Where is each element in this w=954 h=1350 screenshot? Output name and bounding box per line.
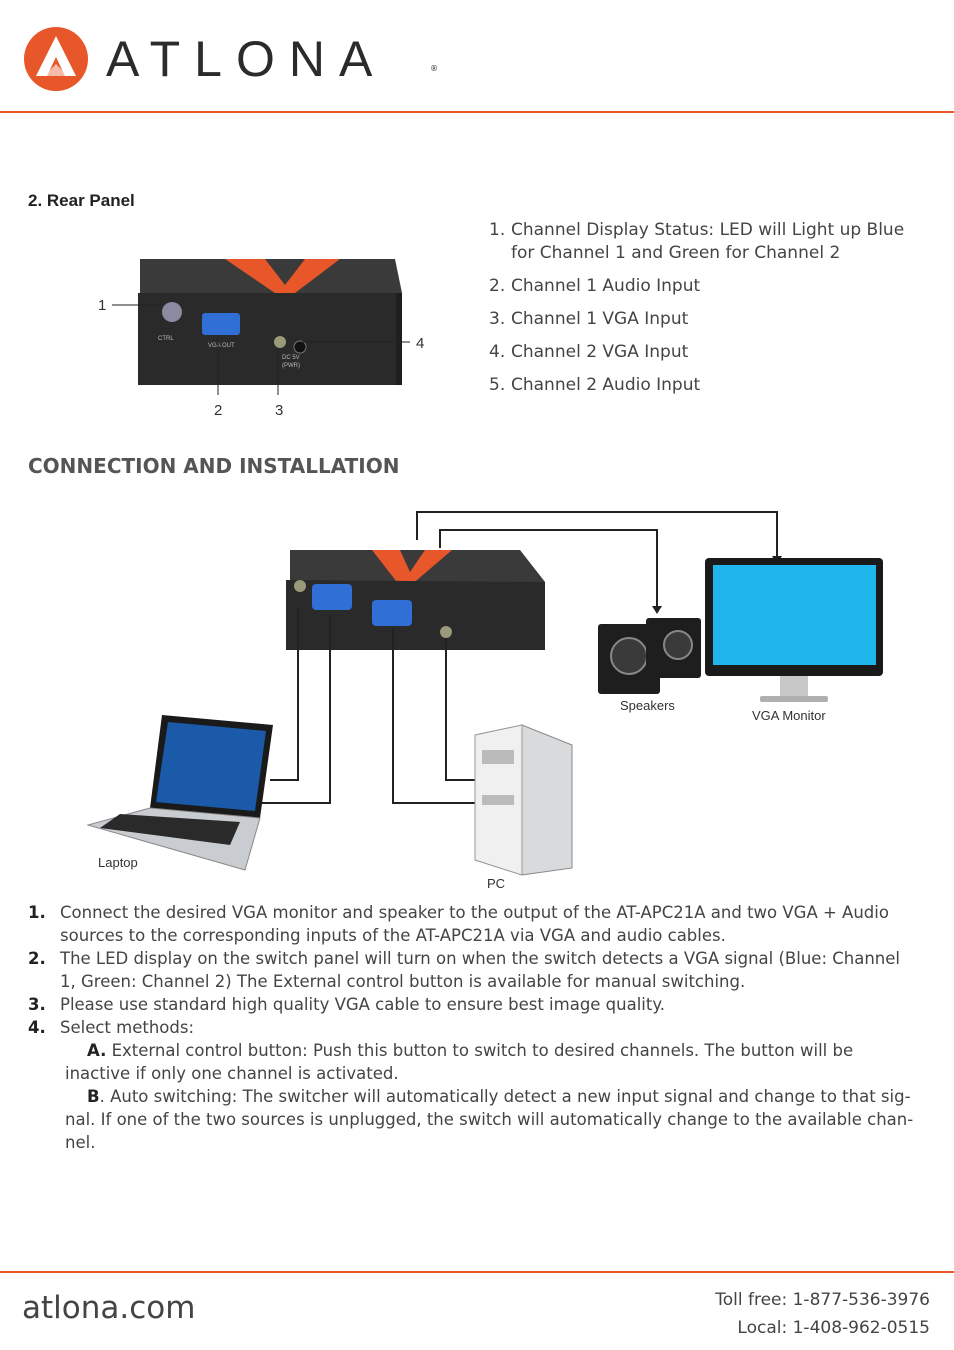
panel-label-dc: DC 5V bbox=[282, 355, 300, 361]
switcher-vga-2 bbox=[372, 600, 412, 626]
cable-monitor bbox=[416, 511, 778, 558]
cable-pc-vga bbox=[392, 628, 478, 804]
header-rule bbox=[0, 111, 954, 113]
monitor-screen bbox=[713, 565, 876, 665]
callout-4: 4 bbox=[416, 335, 424, 352]
feature-item: 1.Channel Display Status: LED will Light… bbox=[489, 220, 905, 263]
registered-mark: ® bbox=[430, 64, 438, 73]
cable-laptop-audio bbox=[270, 608, 299, 781]
feature-item: 5.Channel 2 Audio Input bbox=[489, 375, 701, 395]
atlona-logo: ATLONA ® bbox=[22, 24, 442, 94]
callout-2: 2 bbox=[214, 402, 222, 419]
website-link[interactable]: atlona.com bbox=[22, 1290, 196, 1326]
method-a: A. External control button: Push this bu… bbox=[65, 1041, 854, 1083]
laptop-label: Laptop bbox=[98, 855, 138, 870]
local-number: Local: 1-408-962-0515 bbox=[737, 1318, 930, 1338]
cable-pc-audio bbox=[445, 638, 478, 781]
dc-port bbox=[293, 340, 307, 354]
speakers-label: Speakers bbox=[620, 698, 675, 713]
atlona-logo-icon bbox=[24, 27, 88, 91]
rear-panel-diagram: CTRL VGA OUT DC 5V (PWR) 1 2 3 4 bbox=[98, 259, 424, 419]
callout-3: 3 bbox=[275, 402, 283, 419]
cable-laptop-vga bbox=[262, 616, 331, 804]
feature-item: 2.Channel 1 Audio Input bbox=[489, 276, 701, 296]
ctrl-port bbox=[162, 302, 182, 322]
select-methods: A. External control button: Push this bu… bbox=[28, 1039, 918, 1154]
panel-label-vga-out: VGA OUT bbox=[208, 343, 235, 349]
switcher-audio-1 bbox=[294, 580, 306, 592]
vga-out-port bbox=[202, 313, 240, 335]
step-item: 4.Select methods: bbox=[28, 1018, 195, 1037]
pc-label: PC bbox=[487, 876, 505, 891]
cable-speakers bbox=[439, 529, 658, 608]
method-b: B. Auto switching: The switcher will aut… bbox=[65, 1087, 914, 1152]
step-item: 3.Please use standard high quality VGA c… bbox=[28, 995, 666, 1014]
feature-item: 4.Channel 2 VGA Input bbox=[489, 342, 689, 362]
switcher-audio-2 bbox=[440, 626, 452, 638]
switcher-top-stripe bbox=[372, 550, 452, 586]
callout-1: 1 bbox=[98, 297, 106, 314]
device-front bbox=[138, 293, 402, 385]
monitor-label: VGA Monitor bbox=[752, 708, 826, 723]
brand-wordmark: ATLONA bbox=[106, 31, 387, 87]
switcher-vga-1 bbox=[312, 584, 352, 610]
rear-panel-heading: 2. Rear Panel bbox=[28, 191, 135, 210]
connection-heading: CONNECTION AND INSTALLATION bbox=[28, 454, 400, 478]
connection-diagram: Speakers VGA Monitor Laptop PC bbox=[86, 511, 883, 891]
device-top-stripe bbox=[225, 259, 340, 293]
feature-item: 3.Channel 1 VGA Input bbox=[489, 309, 689, 329]
footer-rule bbox=[0, 1271, 954, 1273]
toll-free-number: Toll free: 1-877-536-3976 bbox=[715, 1290, 930, 1310]
step-item: 2.The LED display on the switch panel wi… bbox=[28, 949, 900, 991]
panel-label-ctrl: CTRL bbox=[158, 336, 174, 342]
audio-out-port bbox=[274, 336, 286, 348]
rear-panel-feature-list: 1.Channel Display Status: LED will Light… bbox=[489, 219, 929, 407]
panel-label-pwr: (PWR) bbox=[282, 363, 300, 369]
installation-steps: 1.Connect the desired VGA monitor and sp… bbox=[28, 901, 918, 1154]
step-item: 1.Connect the desired VGA monitor and sp… bbox=[28, 903, 889, 945]
contact-info: Toll free: 1-877-536-3976 Local: 1-408-9… bbox=[715, 1286, 930, 1342]
